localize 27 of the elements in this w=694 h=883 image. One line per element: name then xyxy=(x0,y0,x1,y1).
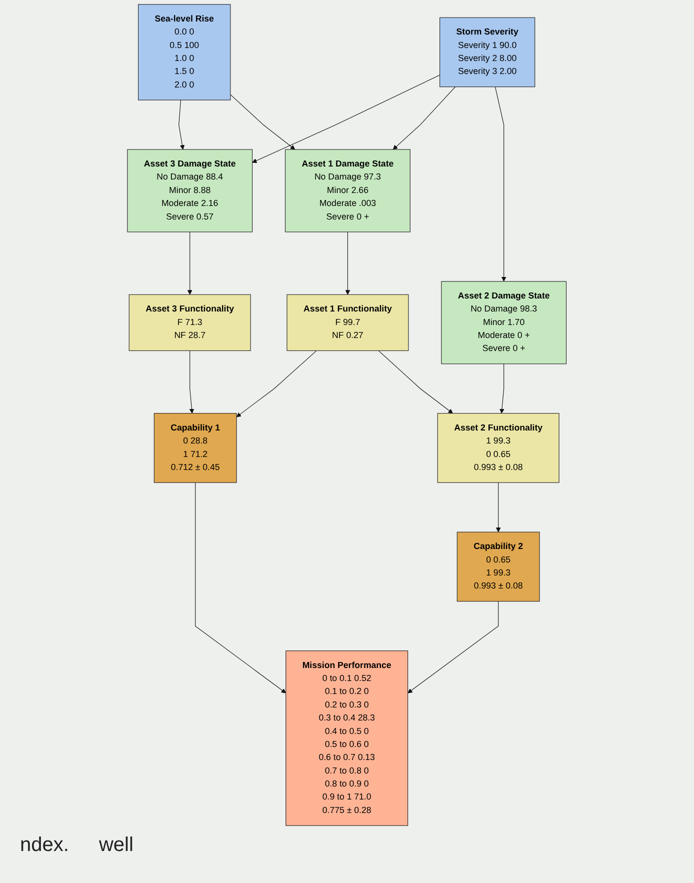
arrow xyxy=(195,482,286,694)
arrow xyxy=(496,482,501,532)
node-box: Asset 1 Damage State No Damage 97.3 Minor 2.66 Moderate .003 Severe 0 + xyxy=(285,149,411,232)
arrow xyxy=(500,364,505,414)
slide-text: well xyxy=(98,834,134,857)
node-box: Asset 3 Damage State No Damage 88.4 Minor 8.88 Moderate 2.16 Severe 0.57 xyxy=(127,149,253,232)
arrow xyxy=(178,100,185,150)
arrow xyxy=(230,94,296,150)
node-box: Capability 1 0 28.8 1 71.2 0.712 ± 0.45 xyxy=(154,413,237,483)
node-box: Asset 2 Functionality 1 99.3 0 0.65 0.993 ± 0.08 xyxy=(438,413,560,483)
node-box: Asset 1 Functionality F 99.7 NF 0.27 xyxy=(286,294,409,351)
node-box: Capability 2 0 0.65 1 99.3 0.993 ± 0.08 xyxy=(457,532,540,602)
node-box: Asset 3 Functionality F 71.3 NF 28.7 xyxy=(129,294,251,351)
node-box: Asset 2 Damage State No Damage 98.3 Minor 1.70 Moderate 0 + Severe 0 + xyxy=(441,281,567,364)
arrow xyxy=(236,350,317,418)
arrow xyxy=(408,601,499,694)
arrow xyxy=(345,232,350,295)
arrow xyxy=(189,350,194,414)
arrow xyxy=(252,74,440,163)
node-box: Sea-level Rise 0.0 0 0.5 100 1.0 0 1.5 0 2.0 0 xyxy=(138,4,231,100)
node-box: Storm Severity Severity 1 90.0 Severity 2 8.00 Severity 3 2.00 xyxy=(440,17,536,88)
arrow xyxy=(495,86,506,282)
slide-text: ndex. xyxy=(20,834,69,857)
node-box: Mission Performance 0 to 0.1 0.52 0.1 to 0.2 0 0.2 to 0.3 0 0.3 to 0.4 28.3 0.4 to 0.5 0 0.5 to 0.6 0 0.6 to 0.7 0.13 0.7 to 0.8 0 0.8 to 0.9 0 0.9 to 1 71.0 0.775 ± 0.28 xyxy=(286,650,408,826)
arrow xyxy=(378,350,454,414)
arrow xyxy=(393,86,456,150)
arrow xyxy=(188,232,192,295)
